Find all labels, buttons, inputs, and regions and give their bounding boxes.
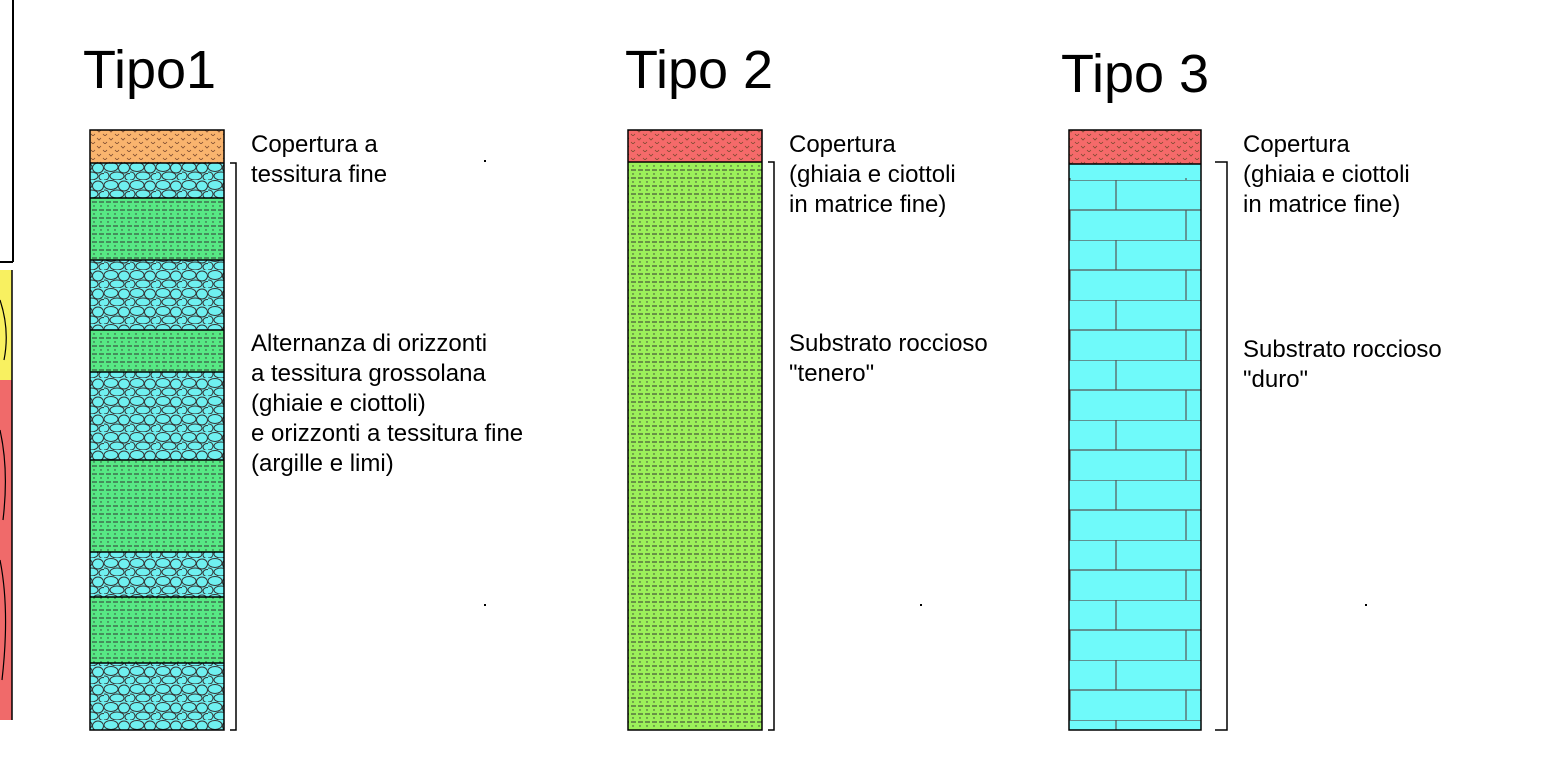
tipo2-cover-layer xyxy=(628,130,762,162)
tipo3-cover-label: Copertura (ghiaia e ciottoli in matrice … xyxy=(1243,131,1410,218)
tipo1-gravel-layer xyxy=(90,163,224,198)
stray-dot xyxy=(1365,604,1367,606)
column-tipo3 xyxy=(1068,129,1228,731)
tipo1-fine-layer xyxy=(90,460,224,552)
tipo1-gravel-layer xyxy=(90,663,224,730)
tipo1-fine-layer xyxy=(90,597,224,663)
left-edge-fragment xyxy=(0,0,14,720)
tipo1-gravel-layer xyxy=(90,372,224,460)
tipo2-title: Tipo 2 xyxy=(625,40,774,100)
tipo2-cover-label: Copertura (ghiaia e ciottoli in matrice … xyxy=(789,131,956,218)
column-tipo2 xyxy=(627,129,775,731)
stray-dot xyxy=(484,160,486,162)
tipo1-fine-layer xyxy=(90,198,224,260)
tipo3-main-label: Substrato roccioso "duro" xyxy=(1243,336,1442,393)
tipo2-main-label: Substrato roccioso "tenero" xyxy=(789,330,988,387)
tipo3-bracket xyxy=(1215,161,1228,731)
tipo1-gravel-layer xyxy=(90,552,224,597)
tipo2-bracket xyxy=(768,161,775,731)
tipo3-cover-layer xyxy=(1069,130,1201,164)
tipo1-gravel-layer xyxy=(90,260,224,330)
tipo1-cover-layer xyxy=(90,130,224,163)
tipo3-hard-rock-layer xyxy=(1069,164,1201,730)
tipo2-soft-rock-layer xyxy=(628,162,762,730)
tipo1-fine-layer xyxy=(90,330,224,372)
tipo3-title: Tipo 3 xyxy=(1061,44,1210,104)
tipo1-title: Tipo1 xyxy=(83,40,217,100)
stray-dot xyxy=(920,604,922,606)
tipo1-main-label: Alternanza di orizzonti a tessitura gros… xyxy=(251,330,524,477)
tipo1-cover-label: Copertura a tessitura fine xyxy=(251,131,388,188)
tipo1-bracket xyxy=(230,162,237,731)
stray-dot xyxy=(484,604,486,606)
column-tipo1 xyxy=(89,129,237,731)
